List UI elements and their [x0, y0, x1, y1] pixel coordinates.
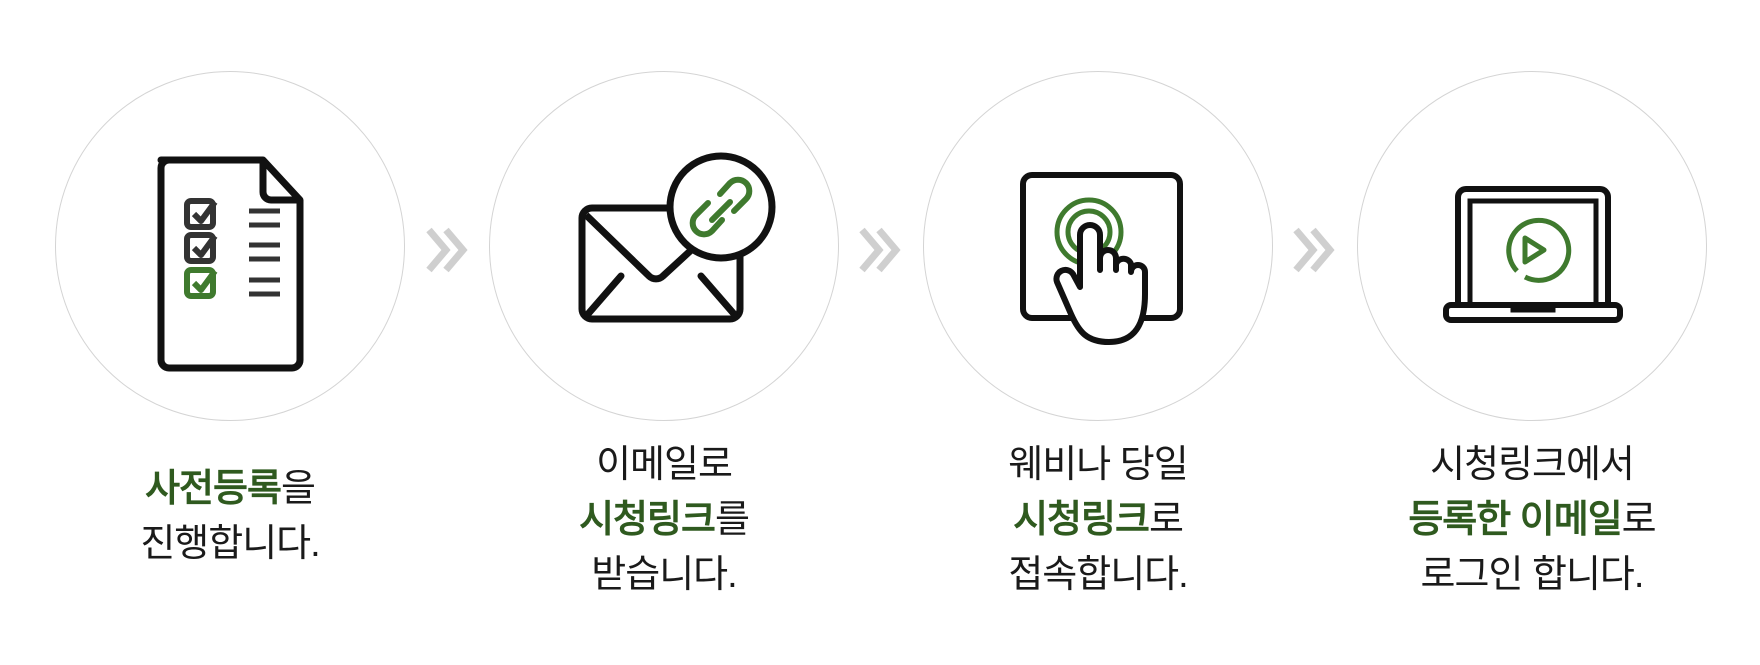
caption-line: 로그인 합니다. — [1420, 554, 1645, 596]
step-4-circle — [1357, 71, 1707, 421]
next-step-arrow-icon — [1293, 227, 1335, 273]
caption-line: 등록한 이메일로 — [1408, 499, 1656, 541]
step-3-circle — [923, 71, 1273, 421]
next-step-arrow-icon — [426, 227, 468, 273]
step-2-circle — [489, 71, 839, 421]
caption-line: 시청링크에서 — [1430, 444, 1635, 486]
caption-line: 웨비나 당일 — [1008, 444, 1188, 486]
caption-line: 사전등록을 — [145, 468, 316, 510]
step-3-caption: 웨비나 당일 시청링크로 접속합니다. — [918, 438, 1278, 603]
touch-click-icon — [1020, 172, 1183, 345]
caption-line: 접속합니다. — [1008, 554, 1188, 596]
laptop-play-icon — [1443, 186, 1623, 323]
caption-line: 시청링크를 — [579, 499, 750, 541]
caption-line: 이메일로 — [596, 444, 733, 486]
checklist-document-icon — [157, 156, 304, 372]
next-step-arrow-icon — [859, 227, 901, 273]
caption-line: 시청링크로 — [1013, 499, 1184, 541]
email-link-icon — [578, 152, 776, 323]
step-4-caption: 시청링크에서 등록한 이메일로 로그인 합니다. — [1352, 438, 1712, 603]
step-2-caption: 이메일로 시청링크를 받습니다. — [484, 438, 844, 603]
caption-line: 진행합니다. — [140, 523, 320, 565]
step-1-circle — [55, 71, 405, 421]
caption-line: 받습니다. — [591, 554, 737, 596]
step-1-caption: 사전등록을 진행합니다. — [50, 462, 410, 572]
